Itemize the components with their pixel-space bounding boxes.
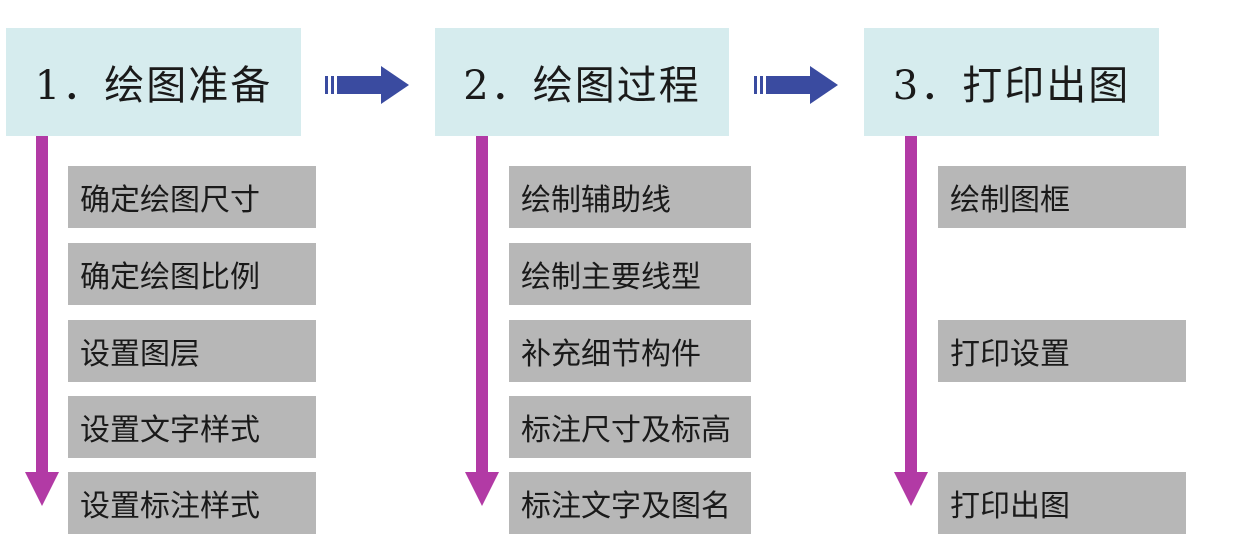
stage-2-step: 标注尺寸及标高 xyxy=(509,396,751,458)
stage-3-step: 绘制图框 xyxy=(938,166,1186,228)
stage-1-step: 设置文字样式 xyxy=(68,396,316,458)
stage-2-step: 绘制辅助线 xyxy=(509,166,751,228)
sequence-arrow-down-icon xyxy=(465,136,499,506)
stage-2-step: 补充细节构件 xyxy=(509,320,751,382)
stage-1-step: 确定绘图比例 xyxy=(68,243,316,305)
stage-1-header: 1．绘图准备 xyxy=(6,28,301,136)
sequence-arrow-down-icon xyxy=(25,136,59,506)
flow-arrow-right-icon xyxy=(754,66,838,104)
stage-3-header: 3．打印出图 xyxy=(864,28,1159,136)
stage-2-header: 2．绘图过程 xyxy=(435,28,729,136)
stage-1-step: 设置图层 xyxy=(68,320,316,382)
stage-3-step: 打印出图 xyxy=(938,472,1186,534)
sequence-arrow-down-icon xyxy=(894,136,928,506)
flow-arrow-right-icon xyxy=(325,66,409,104)
stage-2-step: 标注文字及图名 xyxy=(509,472,751,534)
stage-2-step: 绘制主要线型 xyxy=(509,243,751,305)
stage-1-step: 确定绘图尺寸 xyxy=(68,166,316,228)
stage-3-step: 打印设置 xyxy=(938,320,1186,382)
stage-1-step: 设置标注样式 xyxy=(68,472,316,534)
